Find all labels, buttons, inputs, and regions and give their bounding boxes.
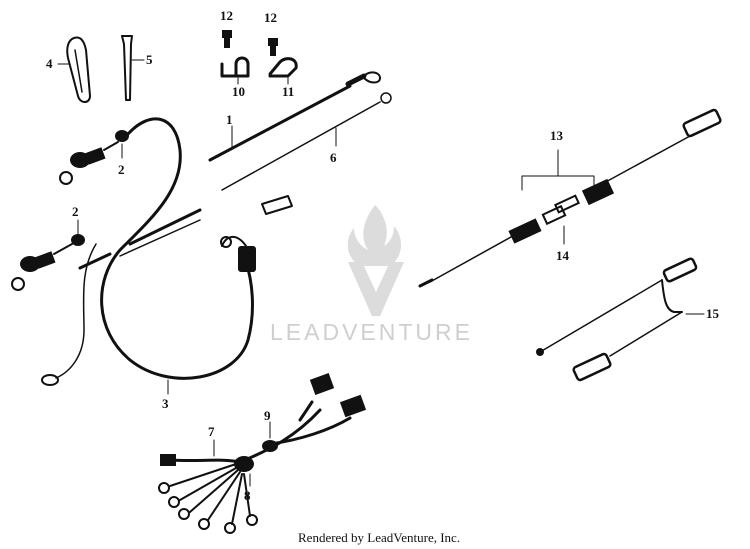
part-3-starter-cable [41, 117, 293, 386]
part-10-clamp [220, 56, 250, 78]
part-2-terminal-upper [59, 130, 129, 185]
part-14-fuse [554, 194, 580, 214]
flame-logo-icon [347, 205, 404, 316]
callout-6: 6 [330, 150, 337, 165]
callout-2-lower: 2 [72, 204, 79, 219]
callout-4: 4 [46, 56, 53, 71]
callout-9: 9 [264, 408, 271, 423]
part-13-fuse-holder [418, 108, 722, 288]
part-8-harness-sleeve [234, 456, 254, 472]
part-12-bolt-left [222, 30, 232, 48]
part-7-sub-harness [158, 373, 367, 534]
part-9-harness-band [262, 440, 278, 452]
callout-14: 14 [556, 248, 570, 263]
leadventure-watermark: LEADVENTURE [270, 205, 473, 345]
callout-12-right: 12 [264, 10, 277, 25]
watermark-text: LEADVENTURE [270, 319, 473, 345]
callout-15: 15 [706, 306, 720, 321]
callout-3: 3 [162, 396, 169, 411]
part-1-battery-cable [78, 71, 381, 270]
leader-13 [521, 175, 595, 191]
callout-10: 10 [232, 84, 245, 99]
callout-2-upper: 2 [118, 162, 125, 177]
callout-7: 7 [208, 424, 215, 439]
callout-11: 11 [282, 84, 294, 99]
part-2-terminal-lower [11, 234, 85, 291]
callout-8: 8 [244, 488, 251, 503]
part-12-bolt-right [268, 38, 278, 56]
part-5-cable-tie [121, 35, 133, 101]
part-11-clamp [268, 57, 298, 78]
part-15-lead-wire [536, 257, 698, 382]
callout-13: 13 [550, 128, 564, 143]
part-6-ground-wire [119, 92, 392, 257]
callout-5: 5 [146, 52, 153, 67]
callout-12-left: 12 [220, 8, 233, 23]
part-4-clip [66, 36, 91, 103]
footer-credit: Rendered by LeadVenture, Inc. [298, 530, 460, 545]
callout-1: 1 [226, 112, 233, 127]
